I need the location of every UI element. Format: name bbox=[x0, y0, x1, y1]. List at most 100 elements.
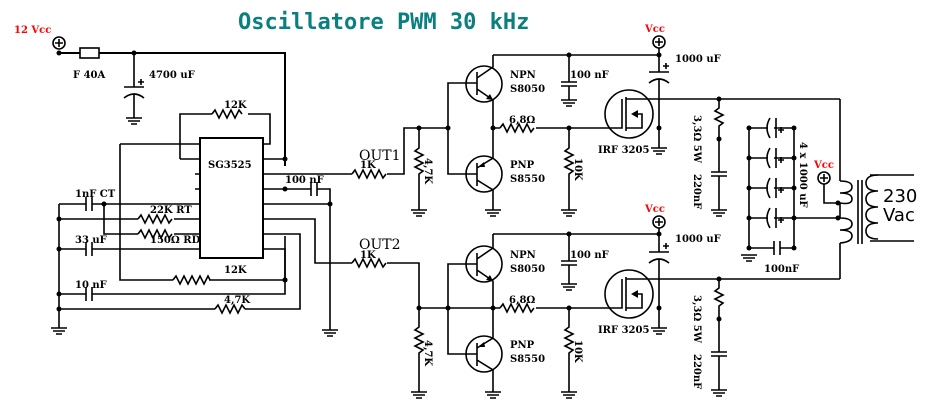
mosfet-icon bbox=[603, 89, 659, 139]
npn-type-label: NPN bbox=[510, 70, 536, 81]
vcc-label: Vcc bbox=[813, 160, 834, 171]
drain-cap-icon bbox=[648, 48, 670, 148]
ground-icon bbox=[322, 329, 338, 337]
resistor-12k-top bbox=[211, 108, 243, 120]
snubber-cap-label: 220nF bbox=[691, 354, 702, 389]
drain-cap-icon bbox=[648, 228, 670, 328]
gate-pulldown-label: 10K bbox=[572, 158, 583, 181]
gate-pulldown-resistor bbox=[563, 308, 575, 392]
resistor-12k-top-label: 12K bbox=[224, 100, 247, 111]
capacitor-bank bbox=[741, 117, 797, 262]
resistor-12k-bottom-label: 12K bbox=[224, 265, 247, 276]
pnp-type-label: PNP bbox=[510, 160, 535, 171]
series-resistor-label: 1K bbox=[360, 160, 376, 171]
decoupling-cap-label: 100 nF bbox=[285, 175, 324, 186]
ic-label: SG3525 bbox=[208, 160, 252, 171]
page-title: Oscillatore PWM 30 kHz bbox=[238, 10, 529, 35]
driver-cap-icon bbox=[561, 234, 577, 284]
npn-part-label: S8050 bbox=[510, 264, 545, 275]
softstart-cap-label: 33 uF bbox=[75, 235, 107, 246]
ground-icon bbox=[561, 283, 577, 291]
ground-icon bbox=[561, 99, 577, 107]
snubber-resistor bbox=[713, 279, 725, 319]
cap-bank-label: 4 x 1000 uF bbox=[797, 142, 808, 208]
ground-icon bbox=[741, 254, 757, 262]
ground-icon bbox=[485, 209, 501, 217]
rd-resistor-label: 150Ω RD bbox=[150, 235, 201, 246]
sg3525-ic bbox=[199, 137, 264, 259]
snubber-resistor-label: 3,3Ω 5W bbox=[691, 115, 702, 164]
rt-resistor-label: 22K RT bbox=[150, 205, 192, 216]
channel-1: OUT1 1K 4,7K NPN S8050 PNP S8550 10 bbox=[350, 24, 840, 217]
out1-label: OUT1 bbox=[359, 148, 401, 164]
fuse-label: F 40A bbox=[73, 70, 105, 81]
series-resistor-1k bbox=[351, 168, 387, 180]
bulk-capacitor-icon bbox=[123, 53, 145, 125]
series-resistor-1k bbox=[351, 257, 387, 269]
npn-transistor-icon bbox=[465, 55, 503, 128]
mosfet-label: IRF 3205 bbox=[598, 325, 649, 336]
snubber-cap-icon bbox=[711, 139, 727, 210]
snubber-cap-icon bbox=[711, 319, 727, 390]
gate-pulldown-resistor bbox=[563, 128, 575, 210]
supply-label: 12 Vcc bbox=[14, 25, 51, 36]
ground-icon bbox=[51, 327, 67, 335]
mosfet-icon bbox=[603, 269, 659, 319]
vcc-label: Vcc bbox=[644, 204, 665, 215]
pulldown-resistor bbox=[413, 128, 425, 210]
out2-label: OUT2 bbox=[359, 237, 401, 253]
gate-resistor bbox=[499, 122, 535, 134]
ground-icon bbox=[561, 391, 577, 399]
ground-icon bbox=[711, 389, 727, 397]
mosfet-label: IRF 3205 bbox=[598, 145, 649, 156]
ct-cap-icon bbox=[85, 197, 93, 211]
ground-icon bbox=[411, 391, 427, 399]
pnp-part-label: S8550 bbox=[510, 354, 545, 365]
bulk-capacitor-label: 4700 uF bbox=[149, 70, 195, 81]
ground-icon bbox=[561, 209, 577, 217]
gate-pulldown-label: 10K bbox=[572, 340, 583, 363]
vcc-terminal-icon bbox=[817, 171, 831, 185]
series-resistor-label: 1K bbox=[360, 250, 376, 261]
rt-resistor-icon bbox=[137, 213, 173, 225]
vcc-terminal-icon bbox=[652, 215, 666, 229]
channel-2: OUT2 1K 4,7K NPN S8050 PNP S8550 100 nF bbox=[350, 204, 840, 399]
ground-icon bbox=[651, 147, 667, 155]
bypass-cap-label: 100nF bbox=[764, 264, 799, 275]
rd-resistor-icon bbox=[137, 228, 173, 240]
fuse-icon bbox=[79, 47, 100, 59]
gate-resistor-label: 6,8Ω bbox=[509, 115, 535, 126]
drain-cap-label: 1000 uF bbox=[675, 54, 721, 65]
snubber-resistor-label: 3,3Ω 5W bbox=[691, 295, 702, 344]
gate-resistor-label: 6,8Ω bbox=[509, 295, 535, 306]
pnp-part-label: S8550 bbox=[510, 174, 545, 185]
decoupling-cap-icon bbox=[310, 182, 318, 196]
ground-icon bbox=[485, 391, 501, 399]
resistor-12k-bottom bbox=[172, 274, 211, 286]
npn-part-label: S8050 bbox=[510, 84, 545, 95]
output-voltage-value: 230 bbox=[883, 186, 917, 207]
gate-resistor bbox=[499, 302, 535, 314]
resistor-4k7-bottom-label: 4,7K bbox=[224, 295, 250, 306]
snubber-resistor bbox=[713, 99, 725, 139]
pulldown-resistor-label: 4,7K bbox=[422, 340, 433, 366]
ct-cap-label: 1nF CT bbox=[75, 189, 116, 200]
pnp-transistor-icon bbox=[465, 308, 503, 392]
pnp-type-label: PNP bbox=[510, 340, 535, 351]
supply-terminal-icon bbox=[52, 36, 66, 50]
pulldown-resistor bbox=[413, 308, 425, 392]
driver-cap-label: 100 nF bbox=[570, 250, 609, 261]
pulldown-resistor-label: 4,7K bbox=[422, 158, 433, 184]
transformer-icon bbox=[839, 174, 914, 244]
snubber-cap-label: 220nF bbox=[691, 174, 702, 209]
comp-cap-label: 10 nF bbox=[75, 280, 107, 291]
npn-type-label: NPN bbox=[510, 250, 536, 261]
output-voltage-unit: Vac bbox=[883, 205, 915, 226]
driver-cap-label: 100 nF bbox=[570, 70, 609, 81]
resistor-4k7-bottom bbox=[214, 303, 246, 315]
vcc-label: Vcc bbox=[644, 24, 665, 35]
vcc-terminal-icon bbox=[652, 35, 666, 49]
comp-cap-icon bbox=[85, 287, 93, 301]
softstart-cap-icon bbox=[85, 242, 93, 256]
ground-icon bbox=[411, 209, 427, 217]
